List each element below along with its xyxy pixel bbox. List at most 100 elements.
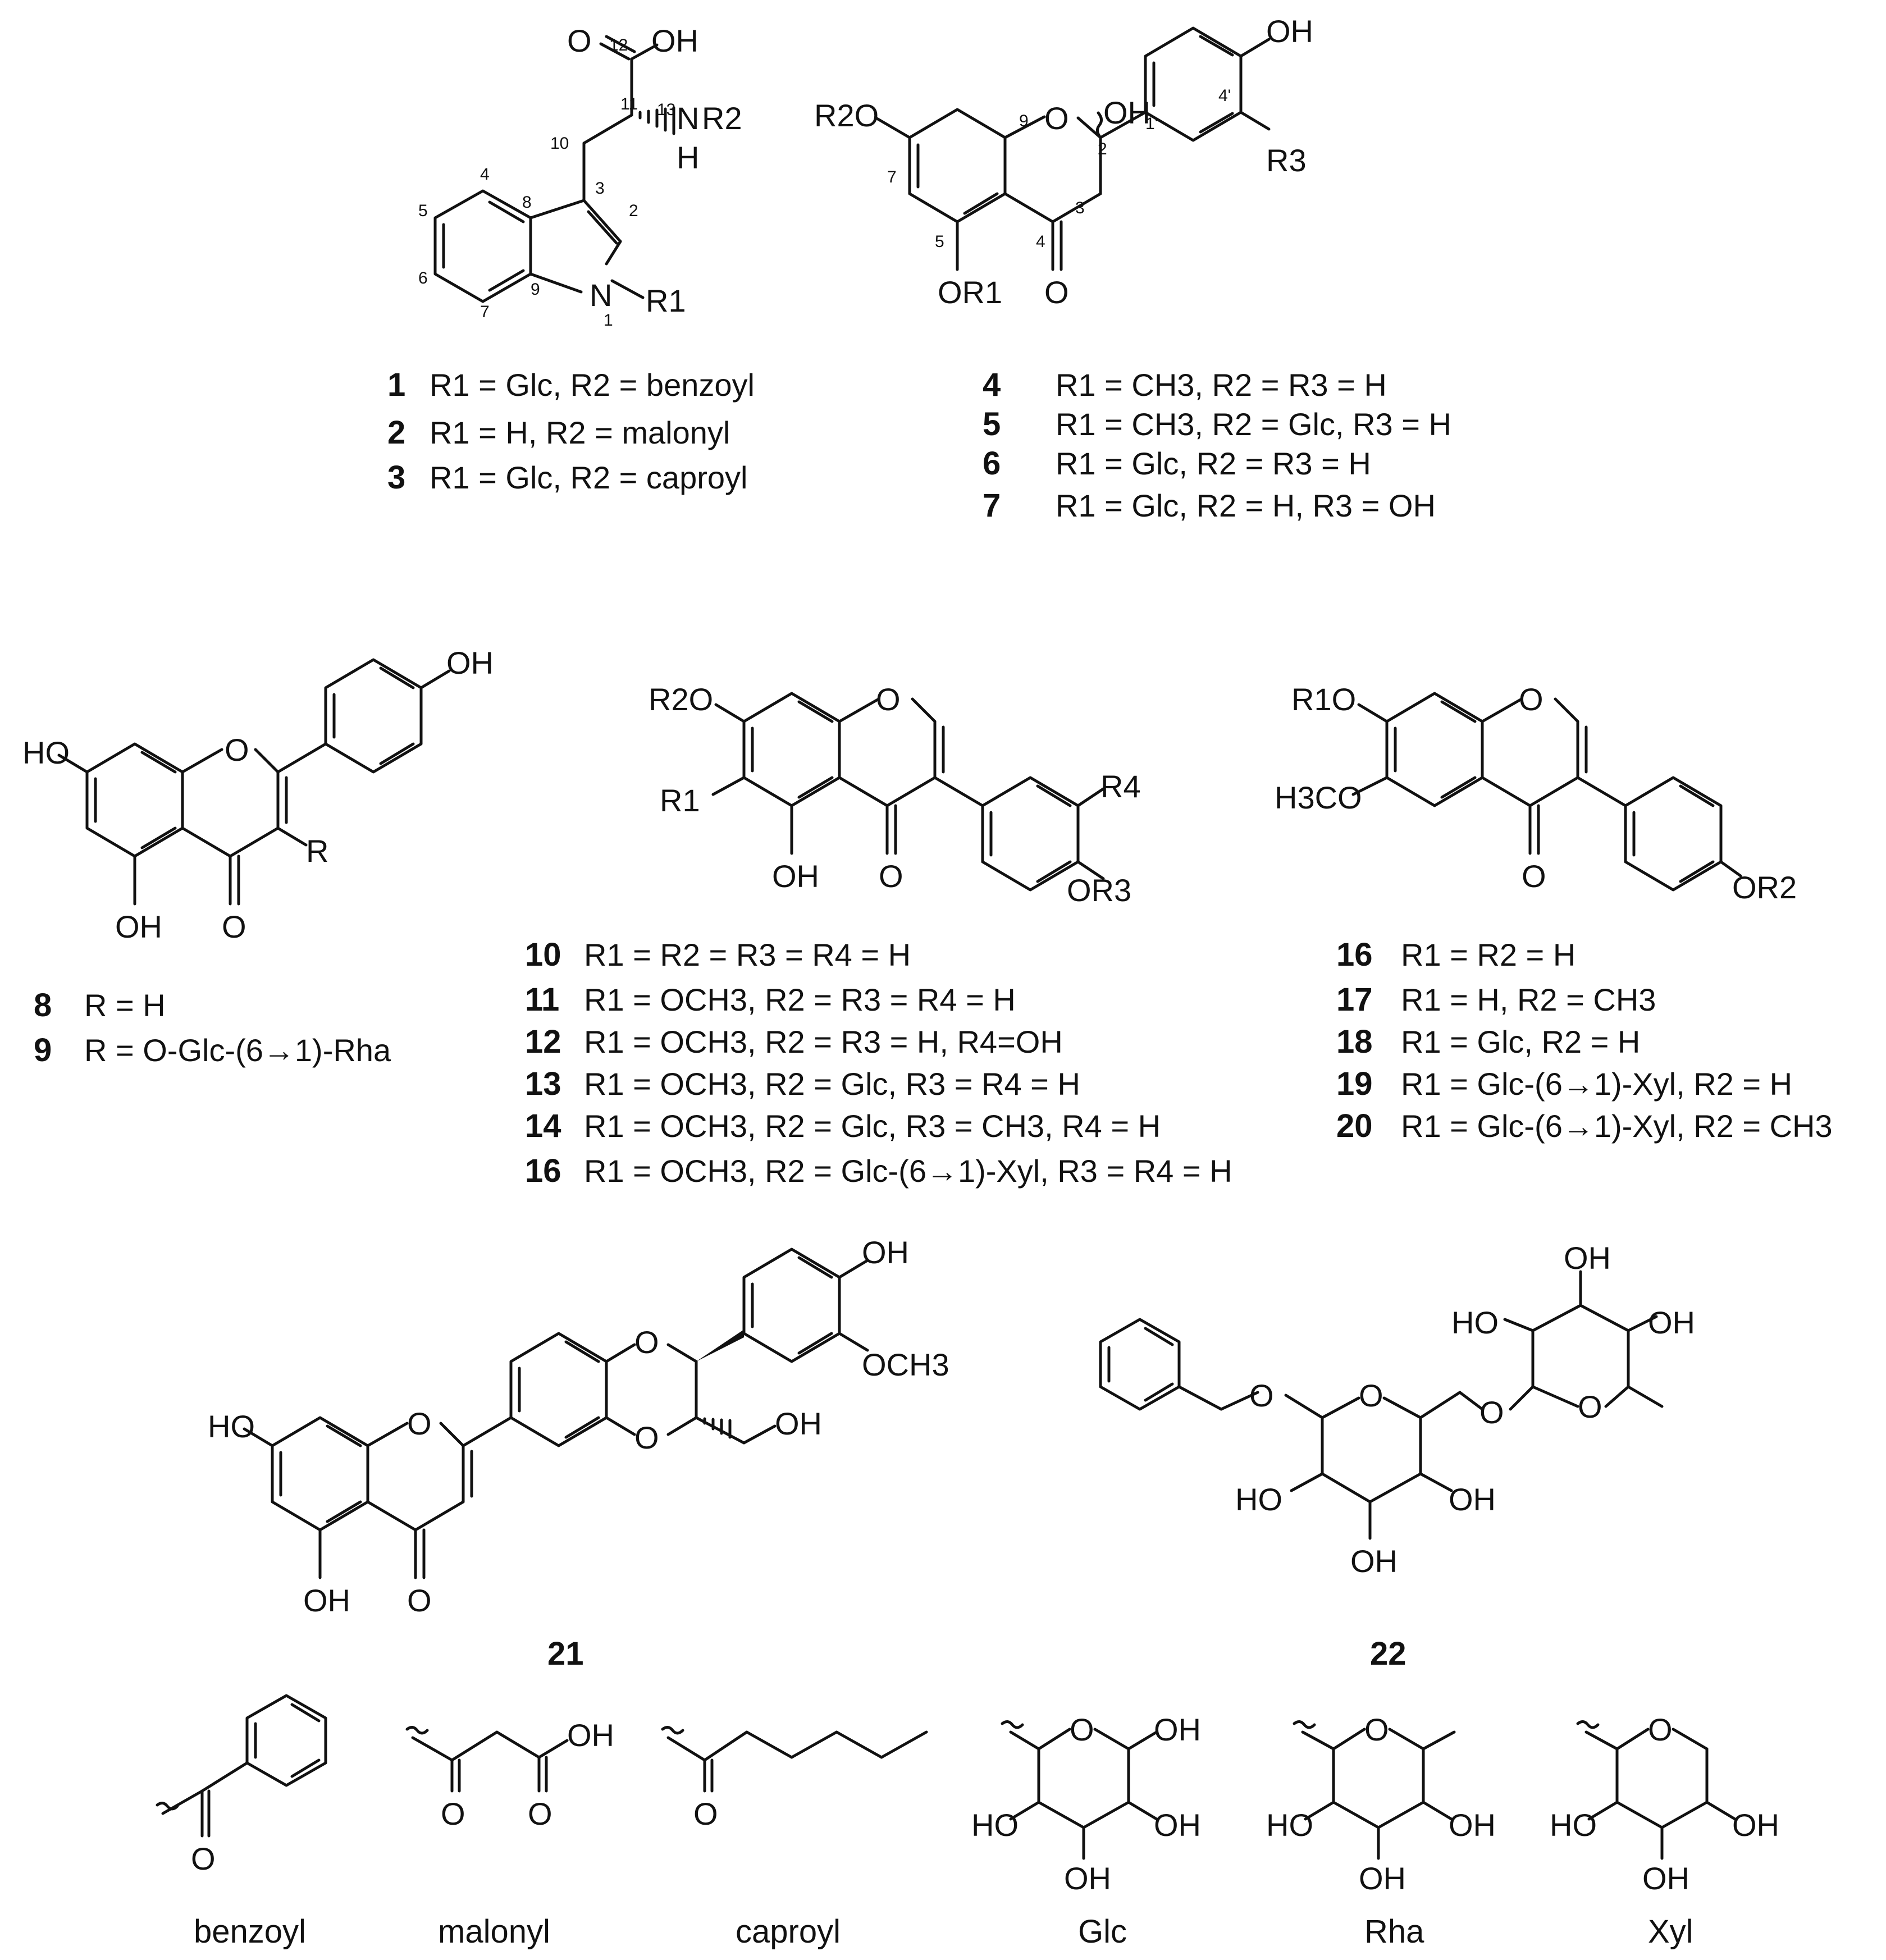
atom-label: HO bbox=[1451, 1305, 1499, 1340]
atom-label: OH bbox=[1732, 1807, 1779, 1843]
atom-label: O bbox=[1044, 100, 1069, 136]
atom-number: 5 bbox=[935, 232, 944, 251]
atom-number: 2 bbox=[629, 202, 638, 220]
atom-label: HO bbox=[1266, 1807, 1313, 1843]
atom-label: O bbox=[634, 1324, 659, 1360]
compound-substituents: R1 = Glc, R2 = R3 = H bbox=[1056, 446, 1371, 481]
atom-label: R4 bbox=[1100, 769, 1141, 804]
structure-21: OH O OCH3 HO O OH O OH O 21 bbox=[208, 1235, 949, 1672]
compound-number: 20 bbox=[1336, 1108, 1373, 1144]
atom-label: OH bbox=[567, 1717, 614, 1753]
atom-label: O bbox=[407, 1406, 432, 1441]
structure-1-3: O OH N H R2 N R1 12 11 13 10 3 2 4 8 5 6… bbox=[387, 23, 755, 496]
compound-substituents: R1 = Glc-(6→1)-Xyl, R2 = CH3 bbox=[1401, 1108, 1833, 1144]
atom-label: O bbox=[528, 1796, 552, 1831]
compound-substituents: R1 = Glc, R2 = H, R3 = OH bbox=[1056, 488, 1436, 523]
compound-number: 9 bbox=[34, 1032, 52, 1068]
atom-number: 8 bbox=[522, 193, 532, 212]
atom-label: OH bbox=[1154, 1807, 1201, 1843]
atom-number: 4' bbox=[1218, 86, 1231, 105]
atom-label: HO bbox=[971, 1807, 1019, 1843]
compound-substituents: R1 = Glc, R2 = H bbox=[1401, 1024, 1640, 1059]
atom-label: OH bbox=[303, 1583, 350, 1618]
atom-label: O bbox=[1522, 858, 1546, 894]
atom-label: HO bbox=[1550, 1807, 1597, 1843]
substituent-xyl: O HO OH OH Xyl bbox=[1550, 1712, 1779, 1950]
atom-number: 4 bbox=[1036, 232, 1045, 251]
compound-number: 16 bbox=[1336, 936, 1373, 973]
atom-label: R2O bbox=[814, 98, 879, 133]
compound-number: 22 bbox=[1370, 1635, 1406, 1672]
atom-label: O bbox=[441, 1796, 465, 1831]
atom-label: OH bbox=[446, 645, 494, 680]
structure-22: OH HO OH O O O O HO OH OH 22 bbox=[1099, 1240, 1695, 1672]
compound-substituents: R1 = H, R2 = CH3 bbox=[1401, 982, 1656, 1017]
atom-label: O bbox=[567, 23, 592, 58]
compound-substituents: R1 = OCH3, R2 = Glc, R3 = R4 = H bbox=[584, 1066, 1080, 1102]
compound-number: 2 bbox=[387, 414, 405, 451]
atom-label: OH bbox=[1154, 1712, 1201, 1747]
atom-number: 7 bbox=[887, 168, 897, 186]
compound-substituents: R1 = OCH3, R2 = Glc, R3 = CH3, R4 = H bbox=[584, 1108, 1161, 1144]
atom-label: HO bbox=[208, 1409, 255, 1444]
atom-label: HO bbox=[22, 735, 70, 770]
compound-number: 3 bbox=[387, 459, 405, 496]
atom-number: 12 bbox=[609, 36, 628, 54]
atom-label: OH bbox=[1642, 1861, 1689, 1896]
compound-substituents: R1 = R2 = H bbox=[1401, 937, 1576, 972]
atom-label: R bbox=[306, 833, 328, 869]
atom-label: O bbox=[1249, 1378, 1274, 1413]
compound-number: 17 bbox=[1336, 981, 1373, 1018]
atom-label: OH bbox=[1064, 1861, 1111, 1896]
compound-substituents: R1 = OCH3, R2 = R3 = H, R4=OH bbox=[584, 1024, 1063, 1059]
substituent-name: Xyl bbox=[1648, 1913, 1693, 1950]
compound-substituents: R1 = OCH3, R2 = R3 = R4 = H bbox=[584, 982, 1016, 1017]
atom-number: 7 bbox=[480, 303, 490, 321]
compound-number: 16 bbox=[525, 1153, 561, 1189]
atom-label: OH bbox=[1564, 1240, 1611, 1276]
atom-label: OH bbox=[1103, 95, 1150, 130]
atom-label: OR3 bbox=[1067, 872, 1131, 908]
atom-label: OH bbox=[775, 1406, 822, 1441]
atom-label: O bbox=[876, 682, 901, 717]
atom-label: R3 bbox=[1266, 143, 1307, 178]
atom-label: OH bbox=[651, 23, 698, 58]
compound-substituents: R1 = H, R2 = malonyl bbox=[430, 415, 730, 450]
atom-number: 3 bbox=[595, 179, 605, 198]
atom-label: O bbox=[693, 1796, 718, 1831]
substituent-malonyl: OH O O malonyl bbox=[405, 1717, 614, 1950]
compound-number: 5 bbox=[983, 406, 1001, 442]
atom-number: 6 bbox=[418, 269, 428, 287]
structure-8-9: OH HO O R OH O 8 R = H 9 R = O-Glc-(6→1)… bbox=[22, 645, 494, 1068]
compound-number: 21 bbox=[547, 1635, 584, 1672]
substituent-rha: O HO OH OH Rha bbox=[1266, 1712, 1496, 1950]
atom-number: 11 bbox=[620, 95, 638, 113]
substituent-name: caproyl bbox=[736, 1913, 841, 1950]
atom-label: H bbox=[677, 140, 699, 175]
compound-number: 4 bbox=[983, 367, 1001, 403]
atom-label: N bbox=[677, 100, 699, 136]
compound-number: 18 bbox=[1336, 1024, 1373, 1060]
substituent-name: malonyl bbox=[438, 1913, 550, 1950]
atom-label: O bbox=[1578, 1389, 1602, 1424]
compound-substituents: R1 = Glc, R2 = caproyl bbox=[430, 460, 747, 495]
compound-number: 1 bbox=[387, 367, 405, 403]
atom-label: H3CO bbox=[1275, 780, 1362, 815]
atom-label: O bbox=[1479, 1395, 1504, 1430]
atom-number: 9 bbox=[1019, 112, 1029, 130]
compound-substituents: R = H bbox=[84, 988, 166, 1023]
atom-label: OH bbox=[1359, 1861, 1406, 1896]
atom-number: 13 bbox=[657, 100, 675, 119]
compound-number: 6 bbox=[983, 445, 1001, 482]
compound-substituents: R1 = Glc, R2 = benzoyl bbox=[430, 367, 755, 403]
atom-label: R1O bbox=[1291, 682, 1356, 717]
atom-label: OH bbox=[1350, 1543, 1398, 1579]
atom-number: 1' bbox=[1145, 115, 1158, 133]
compound-number: 11 bbox=[525, 981, 559, 1018]
atom-label: N bbox=[590, 277, 612, 313]
structure-16-20: R1O O H3CO O OR2 16 R1 = R2 = H 17 R1 = … bbox=[1275, 682, 1833, 1144]
atom-label: OH bbox=[1449, 1482, 1496, 1517]
atom-label: O bbox=[1070, 1712, 1094, 1747]
atom-label: R1 bbox=[660, 783, 700, 818]
